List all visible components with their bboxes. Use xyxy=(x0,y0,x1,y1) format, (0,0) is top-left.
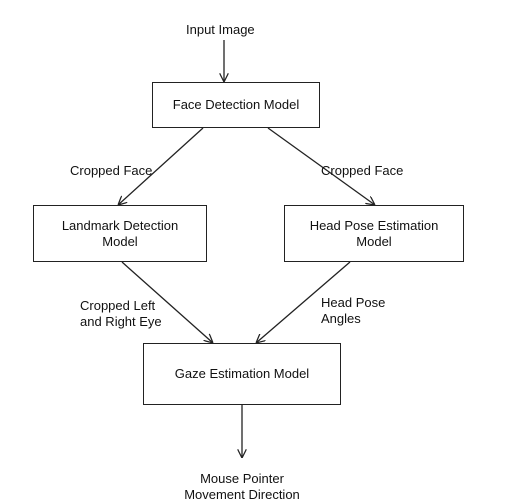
output-label-line2: Movement Direction xyxy=(184,487,300,502)
edge-label-cropped-eyes: Cropped Left and Right Eye xyxy=(80,298,162,330)
arrow-headpose-to-gaze xyxy=(256,261,351,343)
edge-label-cropped-eyes-line2: and Right Eye xyxy=(80,314,162,329)
input-image-label: Input Image xyxy=(186,22,255,37)
output-label: Mouse Pointer Movement Direction xyxy=(172,471,312,503)
arrow-face-to-landmark xyxy=(118,127,204,205)
edge-label-head-pose-line1: Head Pose xyxy=(321,295,386,310)
landmark-detection-label-line2: Model xyxy=(102,233,138,249)
edge-label-head-pose-line2: Angles xyxy=(321,311,361,326)
edge-label-head-pose-angles: Head Pose Angles xyxy=(321,295,385,327)
landmark-detection-model-box: Landmark Detection Model xyxy=(33,205,207,262)
face-detection-model-label: Face Detection Model xyxy=(172,97,300,112)
gaze-estimation-model-box: Gaze Estimation Model xyxy=(143,343,341,405)
arrow-landmark-to-gaze xyxy=(121,261,213,343)
edge-label-cropped-eyes-line1: Cropped Left xyxy=(80,298,156,313)
head-pose-estimation-label-line1: Head Pose Estimation xyxy=(309,217,439,233)
head-pose-estimation-model-box: Head Pose Estimation Model xyxy=(284,205,464,262)
face-detection-model-box: Face Detection Model xyxy=(152,82,320,128)
landmark-detection-label-line1: Landmark Detection xyxy=(61,217,179,233)
output-label-line1: Mouse Pointer xyxy=(200,471,284,486)
gaze-estimation-model-label: Gaze Estimation Model xyxy=(174,366,310,381)
arrow-face-to-headpose xyxy=(267,127,375,205)
head-pose-estimation-label-line2: Model xyxy=(356,233,392,249)
edge-label-cropped-face-right: Cropped Face xyxy=(321,163,404,178)
edge-label-cropped-face-left: Cropped Face xyxy=(70,163,153,178)
